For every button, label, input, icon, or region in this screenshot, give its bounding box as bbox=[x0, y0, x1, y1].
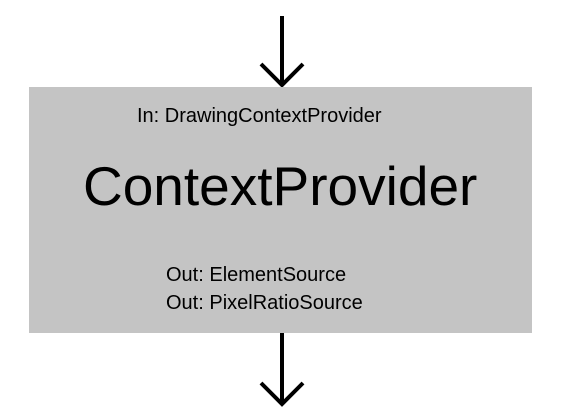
node-title: ContextProvider bbox=[83, 155, 478, 217]
node-output-label: Out: ElementSource bbox=[166, 264, 347, 286]
outgoing-arrow-icon bbox=[259, 333, 305, 407]
node-output-label: Out: PixelRatioSource bbox=[166, 292, 363, 314]
node-input-label: In: DrawingContextProvider bbox=[137, 105, 382, 127]
node-outputs: Out: ElementSource Out: PixelRatioSource bbox=[166, 261, 363, 317]
incoming-arrow-icon bbox=[259, 16, 305, 88]
context-provider-node bbox=[29, 87, 532, 333]
